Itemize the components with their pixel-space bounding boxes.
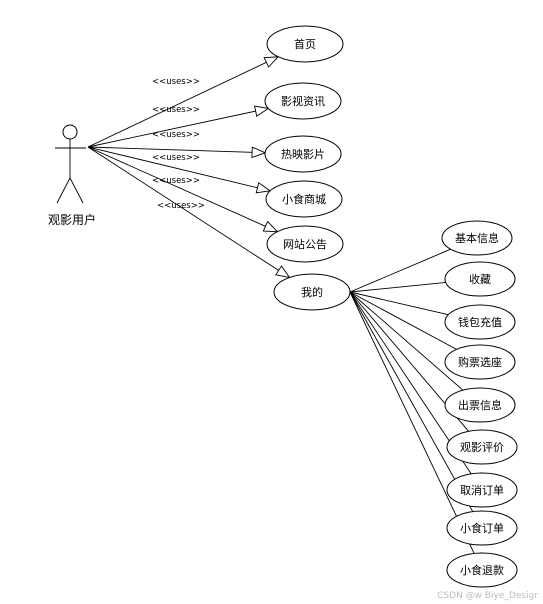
use-case-ellipse[interactable] [266, 225, 344, 263]
use-case-ellipse[interactable] [264, 82, 342, 120]
open-arrowhead [275, 265, 291, 279]
use-case-ellipse[interactable] [446, 429, 518, 465]
use-case-2[interactable]: 影视资讯 [264, 82, 342, 120]
use-case-ellipse[interactable] [446, 552, 518, 588]
association-line [87, 146, 266, 227]
use-case-ellipse[interactable] [446, 472, 518, 508]
stereotype-labels: <<uses>> <<uses>> <<uses>> <<uses>> <<uses>>… [152, 77, 205, 211]
use-case-ellipse[interactable] [266, 25, 344, 63]
use-case-label: 收藏 [469, 272, 491, 286]
use-case-label: 小食商城 [282, 192, 326, 206]
my-use-case-4[interactable]: 购票选座 [444, 344, 516, 380]
use-case-ellipse[interactable] [265, 180, 343, 218]
open-arrowhead [255, 182, 272, 194]
use-case-label: 热映影片 [281, 148, 325, 161]
sub-association-line [349, 291, 457, 350]
use-case-4[interactable]: 小食商城 [265, 180, 343, 218]
sub-association-line [349, 291, 475, 554]
use-case-label: 取消订单 [460, 483, 504, 497]
watermark: CSDN @w Biye_Desigr [437, 591, 538, 601]
use-case-label: 首页 [294, 37, 316, 51]
use-case-label: 基本信息 [455, 231, 499, 245]
use-case-label: 我的 [301, 285, 323, 299]
association-line [87, 110, 256, 148]
use-case-6[interactable]: 我的 [273, 273, 351, 311]
use-case-ellipse[interactable] [444, 344, 516, 380]
association-line [87, 146, 279, 271]
actor-associations [87, 56, 291, 279]
use-case-3[interactable]: 热映影片 [264, 135, 342, 173]
use-case-ellipse[interactable] [441, 220, 513, 256]
use-case-1[interactable]: 首页 [266, 25, 344, 63]
sub-association-line [349, 291, 464, 391]
use-case-ellipse[interactable] [273, 273, 351, 311]
sub-association-line [349, 291, 449, 316]
use-case-ellipse[interactable] [444, 261, 516, 297]
my-use-case-3[interactable]: 钱包充值 [444, 304, 516, 340]
stereotype-label: <<uses>> [152, 176, 200, 186]
stereotype-label: <<uses>> [152, 130, 200, 140]
use-case-ellipse[interactable] [446, 510, 518, 546]
sub-association-line [349, 291, 474, 512]
my-use-case-6[interactable]: 观影评价 [446, 429, 518, 465]
my-use-case-1[interactable]: 基本信息 [441, 220, 513, 256]
use-case-label: 小食退款 [460, 563, 504, 577]
sub-association-line [349, 248, 451, 293]
association-line [87, 146, 253, 153]
my-use-case-8[interactable]: 小食订单 [446, 510, 518, 546]
my-use-case-9[interactable]: 小食退款 [446, 552, 518, 588]
stereotype-label: <<uses>> [157, 201, 205, 211]
my-use-case-5[interactable]: 出票信息 [444, 387, 516, 423]
stereotype-label: <<uses>> [152, 153, 200, 163]
actor-head [62, 124, 78, 140]
use-case-label: 观影评价 [460, 441, 504, 454]
use-case-label: 影视资讯 [281, 94, 325, 108]
use-case-label: 购票选座 [458, 355, 502, 369]
use-case-ellipse[interactable] [444, 304, 516, 340]
actor-right-leg [69, 177, 84, 204]
use-case-ellipse[interactable] [444, 387, 516, 423]
actor-left-leg [56, 177, 71, 204]
stereotype-label: <<uses>> [152, 77, 200, 87]
sub-association-line [349, 281, 446, 293]
actor-figure [55, 124, 86, 204]
actor-label: 观影用户 [48, 212, 96, 227]
association-line [87, 146, 258, 189]
my-use-case-7[interactable]: 取消订单 [446, 472, 518, 508]
open-arrowhead [263, 56, 280, 68]
use-case-label: 小食订单 [460, 521, 504, 535]
open-arrowhead [262, 220, 279, 233]
use-case-5[interactable]: 网站公告 [266, 225, 344, 263]
association-line [87, 61, 267, 148]
stereotype-label: <<uses>> [152, 105, 200, 115]
open-arrowhead [251, 146, 267, 159]
open-arrowhead [253, 105, 270, 117]
use-case-label: 出票信息 [458, 398, 502, 412]
use-case-ellipse[interactable] [264, 135, 342, 173]
use-case-label: 网站公告 [283, 237, 327, 251]
my-use-case-2[interactable]: 收藏 [444, 261, 516, 297]
use-case-label: 钱包充值 [458, 315, 502, 329]
